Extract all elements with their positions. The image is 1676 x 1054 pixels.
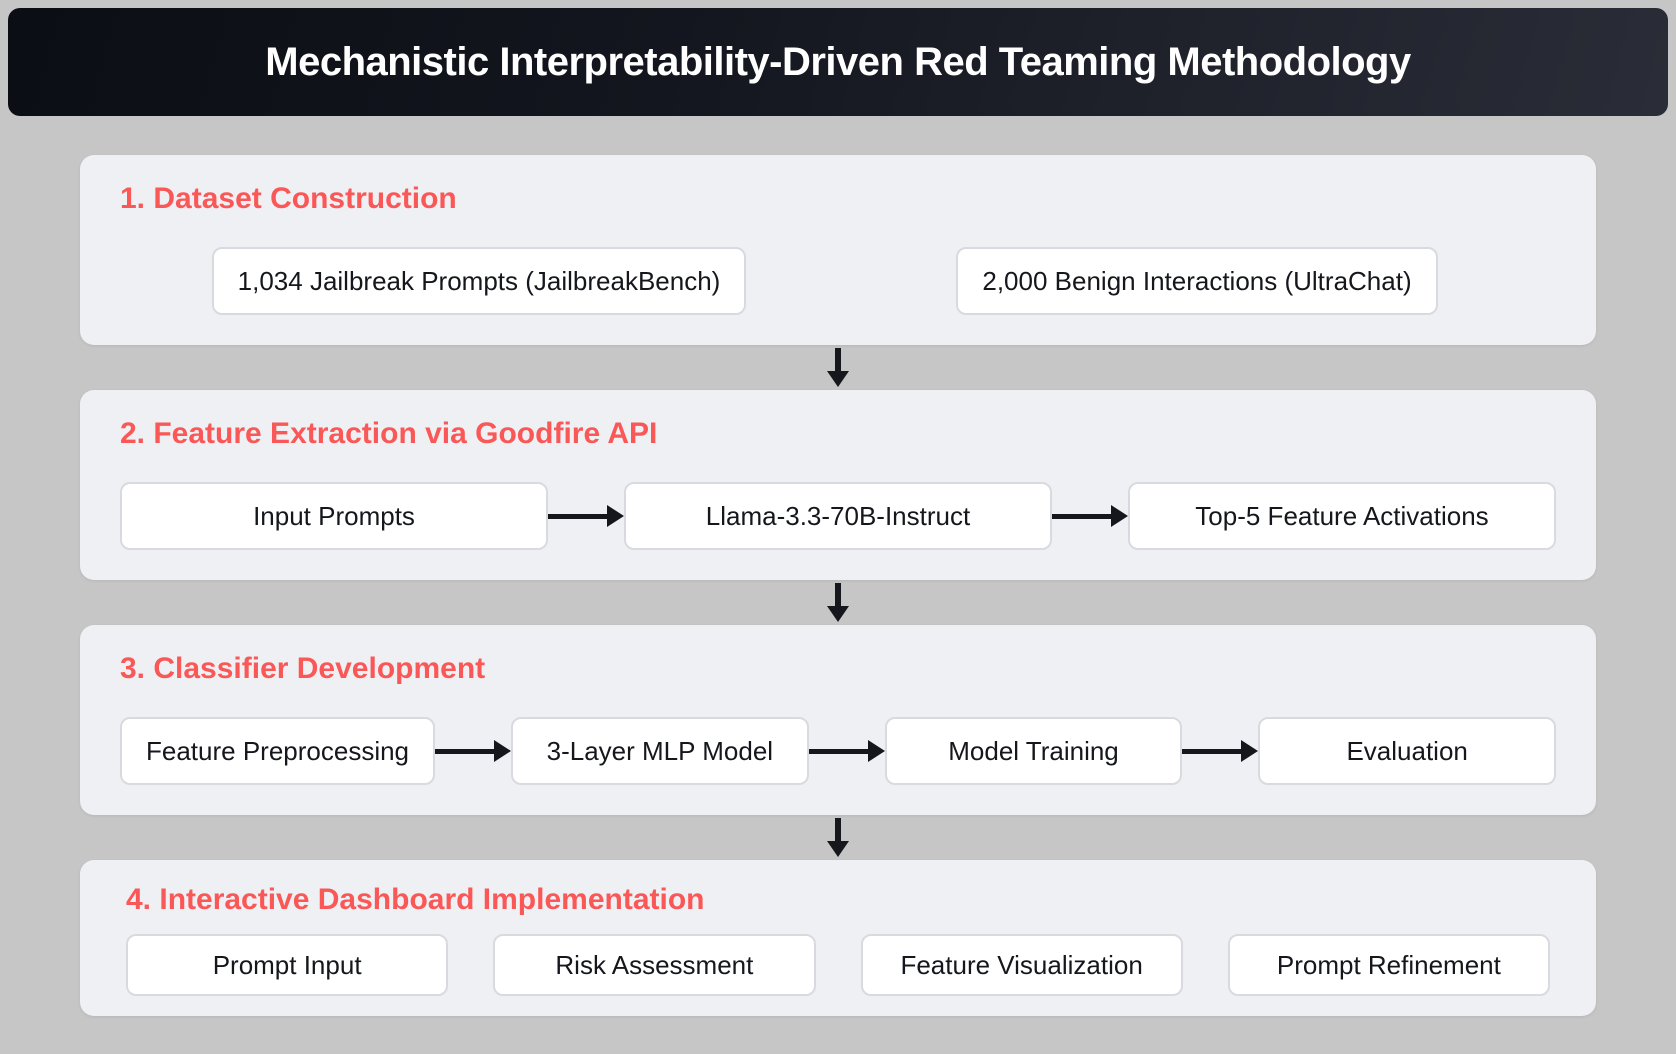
page-header: Mechanistic Interpretability-Driven Red … [8, 8, 1668, 116]
arrow-right-icon [548, 505, 624, 527]
node-mlp-model: 3-Layer MLP Model [511, 717, 809, 785]
arrow-down-icon [80, 345, 1596, 390]
arrow-head [867, 740, 885, 762]
dataset-row: 1,034 Jailbreak Prompts (JailbreakBench)… [120, 247, 1556, 315]
section-feature-extraction: 2. Feature Extraction via Goodfire API I… [80, 390, 1596, 580]
page-title: Mechanistic Interpretability-Driven Red … [265, 39, 1411, 84]
feature-extraction-flow: Input Prompts Llama-3.3-70B-Instruct Top… [120, 482, 1556, 550]
arrow-head [827, 606, 849, 622]
arrow-head [494, 740, 512, 762]
arrow-shaft [1052, 513, 1111, 519]
arrow-shaft [835, 818, 841, 841]
classifier-flow: Feature Preprocessing 3-Layer MLP Model … [120, 717, 1556, 785]
arrow-head [1241, 740, 1259, 762]
arrow-right-icon [1182, 740, 1259, 762]
arrow-head [607, 505, 624, 527]
section-heading: 2. Feature Extraction via Goodfire API [120, 417, 658, 450]
section-heading: 1. Dataset Construction [120, 182, 457, 215]
node-evaluation: Evaluation [1258, 717, 1556, 785]
arrow-shaft [548, 513, 607, 519]
arrow-head [827, 371, 849, 387]
arrow-right-icon [808, 740, 885, 762]
arrow-head [1111, 505, 1128, 527]
dataset-cell: 1,034 Jailbreak Prompts (JailbreakBench) [120, 247, 838, 315]
methodology-diagram: 1. Dataset Construction 1,034 Jailbreak … [80, 155, 1596, 1016]
section-heading: 4. Interactive Dashboard Implementation [126, 883, 705, 916]
arrow-shaft [435, 748, 495, 754]
node-benign-interactions: 2,000 Benign Interactions (UltraChat) [956, 247, 1438, 315]
section-dashboard-implementation: 4. Interactive Dashboard Implementation … [80, 860, 1596, 1016]
arrow-down-icon [80, 580, 1596, 625]
node-jailbreak-prompts: 1,034 Jailbreak Prompts (JailbreakBench) [211, 247, 747, 315]
arrow-down-icon [80, 815, 1596, 860]
arrow-shaft [808, 748, 868, 754]
node-risk-assessment: Risk Assessment [493, 934, 816, 996]
dashboard-row: Prompt Input Risk Assessment Feature Vis… [126, 934, 1550, 996]
section-dataset-construction: 1. Dataset Construction 1,034 Jailbreak … [80, 155, 1596, 345]
arrow-shaft [835, 583, 841, 606]
node-model-training: Model Training [884, 717, 1183, 785]
arrow-shaft [1182, 748, 1242, 754]
arrow-shaft [835, 348, 841, 371]
section-heading: 3. Classifier Development [120, 652, 486, 685]
node-feature-preprocessing: Feature Preprocessing [120, 717, 436, 785]
node-llama-model: Llama-3.3-70B-Instruct [624, 482, 1052, 550]
dataset-cell: 2,000 Benign Interactions (UltraChat) [838, 247, 1556, 315]
node-feature-visualization: Feature Visualization [860, 934, 1183, 996]
node-top5-feature-activations: Top-5 Feature Activations [1128, 482, 1556, 550]
arrow-right-icon [1052, 505, 1128, 527]
arrow-right-icon [435, 740, 512, 762]
arrow-head [827, 841, 849, 857]
node-prompt-refinement: Prompt Refinement [1227, 934, 1550, 996]
node-input-prompts: Input Prompts [120, 482, 548, 550]
node-prompt-input: Prompt Input [126, 934, 449, 996]
section-classifier-development: 3. Classifier Development Feature Prepro… [80, 625, 1596, 815]
